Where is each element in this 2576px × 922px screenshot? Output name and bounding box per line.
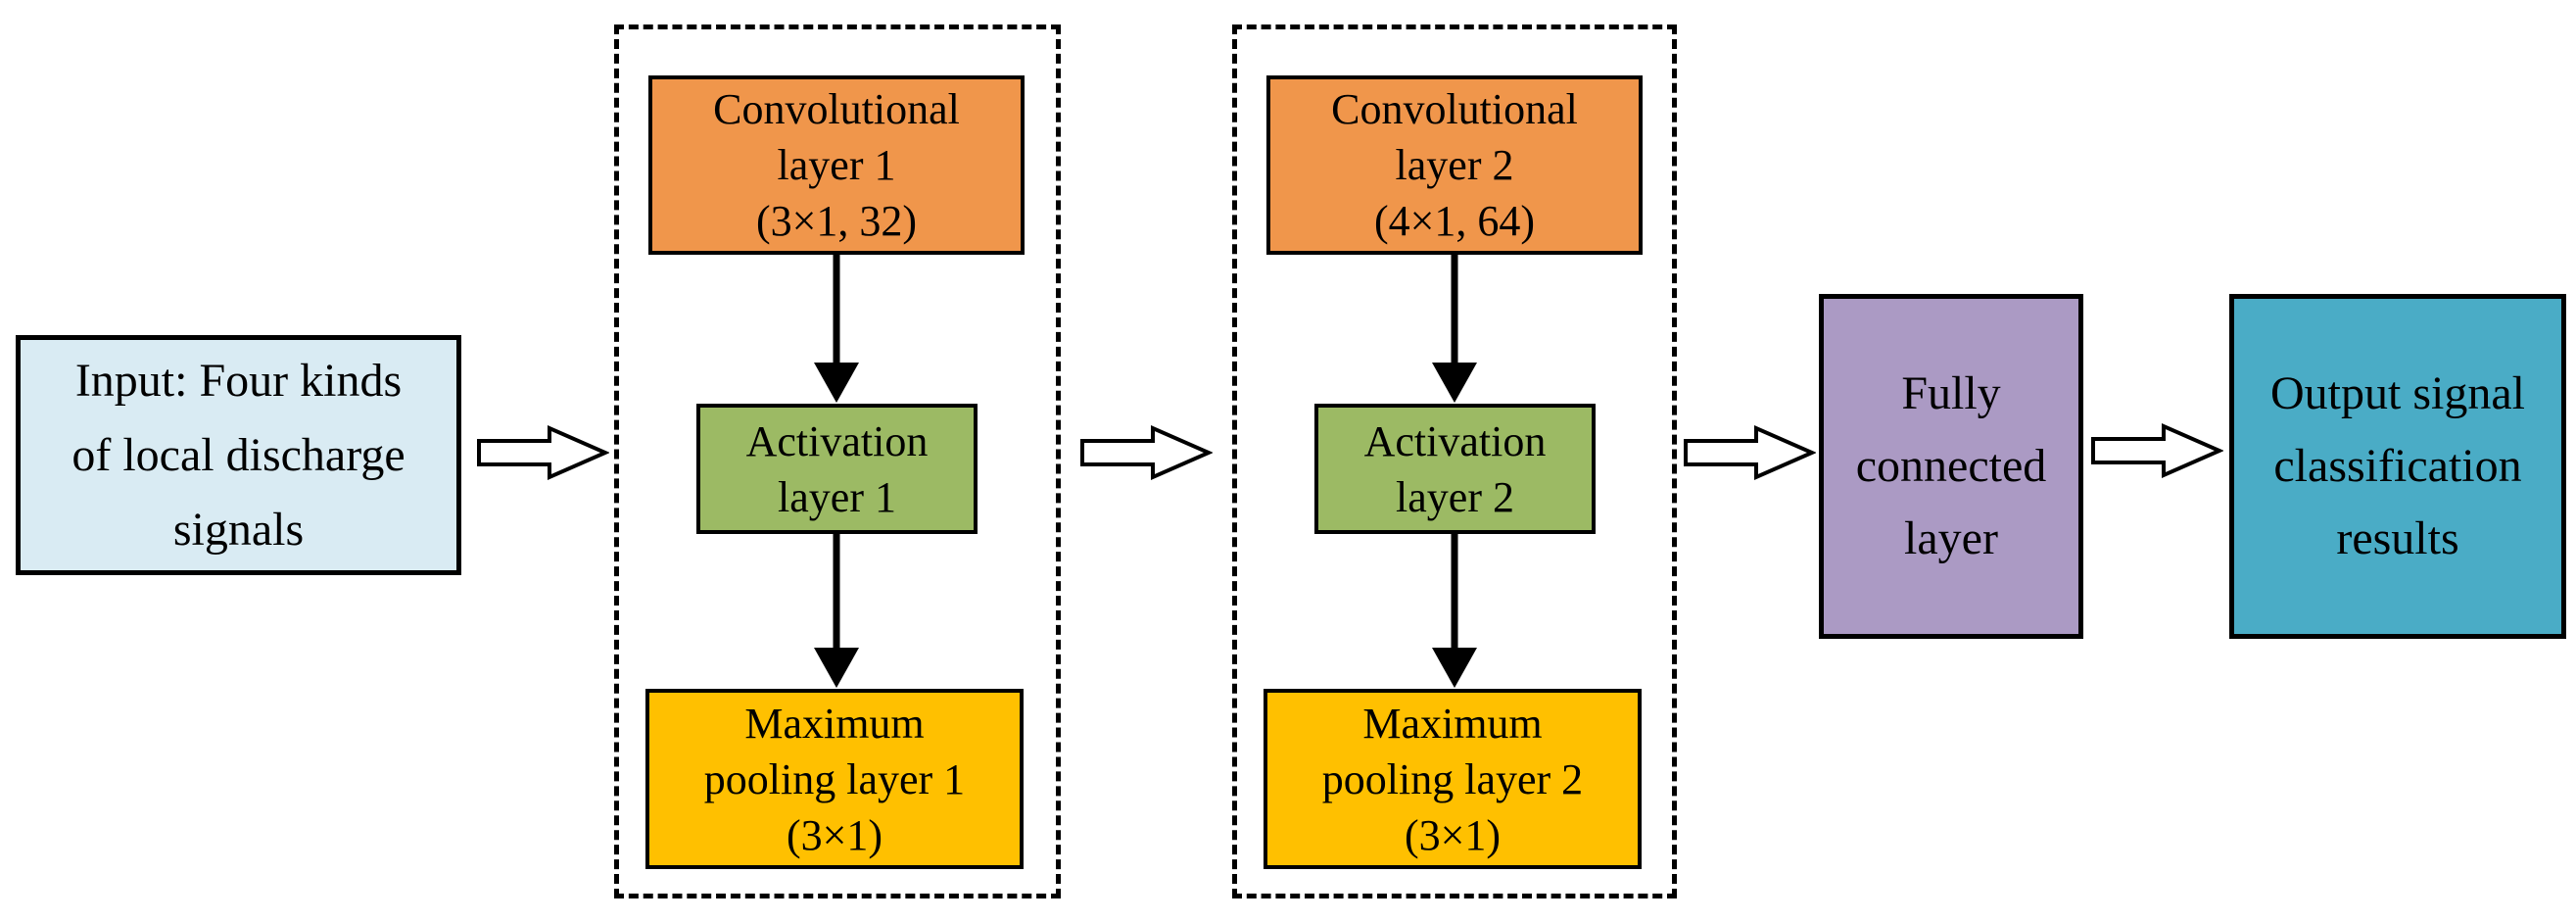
stage1-dashed-container: Convolutional layer 1 (3×1, 32) Activati… bbox=[614, 24, 1061, 898]
max-pooling-layer-1-line: pooling layer 1 bbox=[703, 754, 966, 803]
activation-layer-1-line: Activation bbox=[745, 416, 929, 465]
conv-layer-1-line: Convolutional bbox=[713, 85, 960, 133]
down-arrow-activation2-to-pool2 bbox=[1432, 534, 1477, 688]
conv-layer-2-line: Convolutional bbox=[1331, 85, 1578, 133]
output-box-line: Output signal bbox=[2270, 367, 2525, 419]
hollow-arrow-input-to-stage1 bbox=[477, 424, 609, 481]
activation-layer-1-line: layer 1 bbox=[778, 472, 896, 521]
max-pooling-layer-2-box: Maximum pooling layer 2 (3×1) bbox=[1264, 689, 1642, 869]
max-pooling-layer-2-line: pooling layer 2 bbox=[1321, 754, 1584, 803]
down-arrow-conv2-to-activation2 bbox=[1432, 255, 1477, 403]
activation-layer-2-box: Activation layer 2 bbox=[1314, 404, 1596, 534]
conv-layer-1-line: (3×1, 32) bbox=[755, 197, 918, 245]
output-box: Output signal classification results bbox=[2229, 294, 2566, 639]
hollow-arrow-stage1-to-stage2 bbox=[1080, 424, 1213, 481]
conv-layer-2-line: layer 2 bbox=[1395, 141, 1514, 189]
fully-connected-line: connected bbox=[1855, 440, 2047, 492]
stage2-dashed-container: Convolutional layer 2 (4×1, 64) Activati… bbox=[1232, 24, 1677, 898]
activation-layer-2-line: Activation bbox=[1363, 416, 1547, 465]
activation-layer-1-box: Activation layer 1 bbox=[696, 404, 978, 534]
input-box-line: Input: Four kinds bbox=[74, 354, 403, 407]
input-box: Input: Four kinds of local discharge sig… bbox=[16, 335, 461, 575]
max-pooling-layer-2-line: (3×1) bbox=[1404, 810, 1502, 859]
max-pooling-layer-1-line: Maximum bbox=[744, 699, 925, 748]
max-pooling-layer-1-line: (3×1) bbox=[786, 810, 883, 859]
fully-connected-line: layer bbox=[1904, 512, 1998, 564]
input-box-line: signals bbox=[172, 503, 305, 556]
output-box-line: results bbox=[2336, 512, 2459, 564]
down-arrow-activation1-to-pool1 bbox=[814, 534, 859, 688]
output-box-line: classification bbox=[2273, 440, 2522, 492]
conv-layer-1-line: layer 1 bbox=[777, 141, 896, 189]
max-pooling-layer-2-line: Maximum bbox=[1362, 699, 1543, 748]
hollow-arrow-stage2-to-fc bbox=[1684, 424, 1816, 481]
max-pooling-layer-1-box: Maximum pooling layer 1 (3×1) bbox=[645, 689, 1024, 869]
input-box-line: of local discharge bbox=[72, 428, 405, 481]
fully-connected-line: Fully bbox=[1901, 367, 2001, 419]
conv-layer-2-box: Convolutional layer 2 (4×1, 64) bbox=[1266, 75, 1643, 255]
conv-layer-1-box: Convolutional layer 1 (3×1, 32) bbox=[648, 75, 1025, 255]
down-arrow-conv1-to-activation1 bbox=[814, 255, 859, 403]
hollow-arrow-fc-to-output bbox=[2091, 422, 2223, 479]
fully-connected-layer-box: Fully connected layer bbox=[1819, 294, 2083, 639]
activation-layer-2-line: layer 2 bbox=[1396, 472, 1514, 521]
conv-layer-2-line: (4×1, 64) bbox=[1373, 197, 1536, 245]
